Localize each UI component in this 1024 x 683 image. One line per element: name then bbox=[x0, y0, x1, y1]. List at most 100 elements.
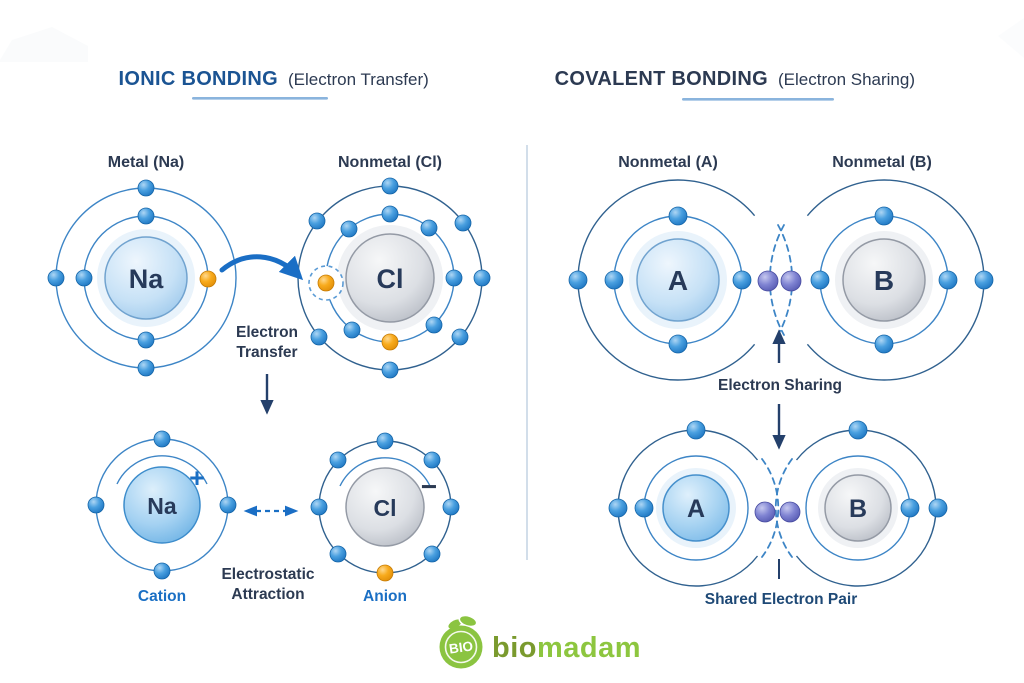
shared-electron-purple bbox=[779, 501, 801, 523]
chloride-anion: Cl − Anion bbox=[310, 432, 460, 605]
plus-charge: + bbox=[189, 463, 205, 493]
cation-inner-arc bbox=[116, 455, 208, 485]
anion-inner-arc bbox=[339, 457, 431, 487]
electron-blue bbox=[732, 270, 752, 290]
electron-blue bbox=[928, 498, 948, 518]
b-nucleus bbox=[842, 238, 926, 322]
electron-blue bbox=[381, 361, 399, 379]
cation-symbol: Na bbox=[147, 493, 177, 519]
transferred-electron-orange bbox=[317, 274, 335, 292]
biomadam-logo: BIO biomadam bbox=[439, 614, 641, 669]
shared-electron-purple bbox=[780, 270, 802, 292]
electron-blue bbox=[423, 545, 441, 563]
a2-overlap-dashed-arc bbox=[761, 458, 780, 558]
electron-blue bbox=[634, 498, 654, 518]
electron-orange bbox=[381, 333, 399, 351]
cl-symbol: Cl bbox=[377, 264, 404, 294]
electron-blue bbox=[604, 270, 624, 290]
electron-blue bbox=[137, 179, 155, 197]
minus-charge: − bbox=[421, 471, 437, 502]
sodium-atom: Na bbox=[47, 179, 237, 377]
electron-blue bbox=[874, 334, 894, 354]
attraction-label-line1: Electrostatic bbox=[221, 566, 314, 583]
valence-electron-orange bbox=[199, 270, 217, 288]
electron-blue bbox=[938, 270, 958, 290]
electron-blue bbox=[381, 205, 399, 223]
anion-symbol: Cl bbox=[374, 495, 397, 521]
electron-transfer-arrow bbox=[219, 254, 304, 281]
background-decor-shape bbox=[0, 27, 88, 62]
electron-blue bbox=[137, 207, 155, 225]
transfer-label-line2: Transfer bbox=[236, 344, 297, 361]
cation-nucleus bbox=[123, 466, 201, 544]
cl-nucleus bbox=[345, 233, 435, 323]
electron-blue bbox=[420, 219, 438, 237]
electron-blue bbox=[568, 270, 588, 290]
electron-blue bbox=[423, 451, 441, 469]
atom-a-top: A bbox=[568, 179, 756, 381]
cation-label: Cation bbox=[138, 588, 186, 605]
nonmetal-a-label: Nonmetal (A) bbox=[618, 154, 718, 171]
brand-part2: madam bbox=[537, 632, 641, 664]
electron-blue bbox=[810, 270, 830, 290]
electron-blue bbox=[900, 498, 920, 518]
nonmetal-cl-label: Nonmetal (Cl) bbox=[338, 154, 442, 171]
b2-overlap-dashed-arc bbox=[774, 458, 793, 558]
background-decor-shape bbox=[998, 18, 1024, 58]
atom-a-bottom: A bbox=[608, 420, 759, 587]
electron-blue bbox=[608, 498, 628, 518]
covalent-subtitle: (Electron Sharing) bbox=[778, 70, 915, 89]
b2-nucleus bbox=[824, 474, 892, 542]
electron-blue bbox=[153, 562, 171, 580]
sodium-cation: Na + Cation bbox=[87, 430, 237, 605]
electron-blue bbox=[381, 177, 399, 195]
electron-blue bbox=[340, 220, 358, 238]
electron-blue bbox=[668, 334, 688, 354]
electron-blue bbox=[376, 432, 394, 450]
electron-blue bbox=[310, 498, 328, 516]
covalent-title-underline bbox=[682, 98, 834, 101]
shared-electron-purple bbox=[757, 270, 779, 292]
bio-badge-text: BIO bbox=[448, 638, 474, 656]
anion-label: Anion bbox=[363, 588, 407, 605]
atom-b-bottom: B bbox=[795, 420, 948, 587]
chlorine-atom: Cl bbox=[297, 177, 491, 379]
covalent-title: COVALENT BONDING bbox=[555, 68, 768, 90]
electron-blue bbox=[310, 328, 328, 346]
electron-blue bbox=[329, 545, 347, 563]
electron-blue bbox=[87, 496, 105, 514]
a-nucleus bbox=[636, 238, 720, 322]
electron-blue bbox=[454, 214, 472, 232]
electron-blue bbox=[137, 331, 155, 349]
electron-blue bbox=[425, 316, 443, 334]
electron-blue bbox=[137, 359, 155, 377]
b2-symbol: B bbox=[849, 495, 867, 523]
electron-blue bbox=[343, 321, 361, 339]
brand-wordmark: biomadam bbox=[492, 632, 641, 664]
shared-pair-label: Shared Electron Pair bbox=[705, 591, 857, 608]
covalent-header: COVALENT BONDING (Electron Sharing) bbox=[555, 68, 915, 101]
electron-blue bbox=[442, 498, 460, 516]
electron-blue bbox=[686, 420, 706, 440]
bio-badge-ring bbox=[444, 630, 478, 664]
transfer-label-line1: Electron bbox=[236, 324, 298, 341]
ionic-title-underline bbox=[192, 97, 328, 100]
atom-b-top: B bbox=[806, 179, 994, 381]
a2-symbol: A bbox=[687, 495, 705, 523]
shared-region-top bbox=[757, 224, 802, 336]
ionic-subtitle: (Electron Transfer) bbox=[288, 70, 429, 89]
attraction-label-line2: Attraction bbox=[231, 586, 304, 603]
electron-blue bbox=[47, 269, 65, 287]
electron-blue bbox=[473, 269, 491, 287]
brand-part1: bio bbox=[492, 632, 537, 664]
electron-blue bbox=[451, 328, 469, 346]
electron-blue bbox=[445, 269, 463, 287]
electron-blue bbox=[874, 206, 894, 226]
b-symbol: B bbox=[874, 265, 894, 296]
electron-blue bbox=[153, 430, 171, 448]
nonmetal-b-label: Nonmetal (B) bbox=[832, 154, 932, 171]
ionic-header: IONIC BONDING (Electron Transfer) bbox=[119, 68, 429, 100]
leaf-icon bbox=[458, 614, 478, 628]
shared-region-bottom bbox=[754, 458, 801, 558]
